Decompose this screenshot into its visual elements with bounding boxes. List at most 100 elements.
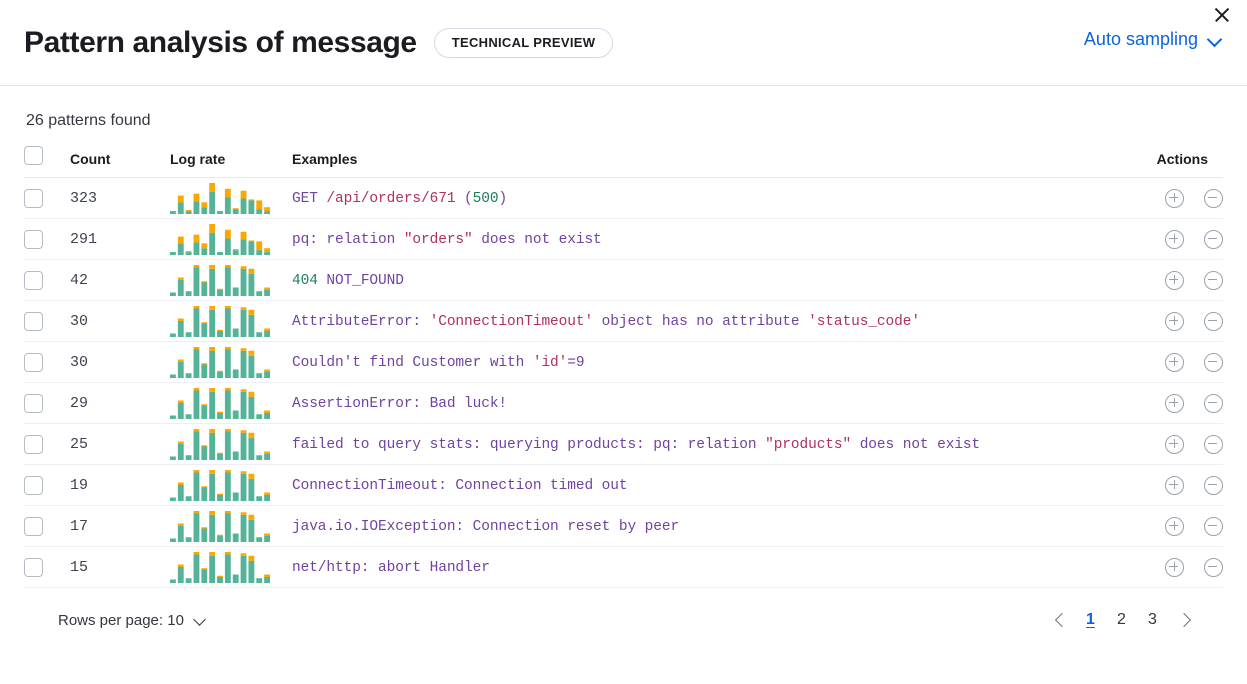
select-all-header bbox=[24, 146, 70, 178]
row-select-cell bbox=[24, 464, 70, 506]
row-example-text: GET /api/orders/671 (500) bbox=[292, 191, 508, 207]
minus-circle-icon[interactable] bbox=[1204, 188, 1223, 208]
row-example-cell: Couldn't find Customer with 'id'=9 bbox=[292, 341, 1123, 383]
log-rate-sparkline bbox=[170, 428, 292, 460]
chevron-down-icon bbox=[194, 613, 208, 627]
plus-circle-icon[interactable] bbox=[1165, 270, 1184, 290]
row-example-text: ConnectionTimeout: Connection timed out bbox=[292, 478, 628, 494]
row-checkbox[interactable] bbox=[24, 516, 43, 536]
row-count: 30 bbox=[70, 313, 89, 330]
page-number-1[interactable]: 1 bbox=[1086, 611, 1095, 628]
row-select-cell bbox=[24, 546, 70, 588]
plus-circle-icon[interactable] bbox=[1165, 516, 1184, 536]
row-example-text: java.io.IOException: Connection reset by… bbox=[292, 519, 680, 535]
minus-circle-icon[interactable] bbox=[1204, 516, 1223, 536]
row-example-cell: failed to query stats: querying products… bbox=[292, 423, 1123, 465]
row-actions-cell bbox=[1123, 546, 1223, 588]
row-checkbox[interactable] bbox=[24, 475, 43, 495]
chevron-left-icon[interactable] bbox=[1044, 606, 1075, 634]
row-actions-cell bbox=[1123, 259, 1223, 301]
row-actions-cell bbox=[1123, 464, 1223, 506]
row-example-cell: GET /api/orders/671 (500) bbox=[292, 177, 1123, 219]
row-select-cell bbox=[24, 423, 70, 465]
minus-circle-icon[interactable] bbox=[1204, 393, 1223, 413]
row-actions-cell bbox=[1123, 177, 1223, 219]
table-row: 25 failed to query stats: querying produc… bbox=[24, 423, 1223, 465]
table-row: 30 AttributeError: 'ConnectionTimeout' ob… bbox=[24, 300, 1223, 342]
select-all-checkbox[interactable] bbox=[24, 146, 43, 165]
row-checkbox[interactable] bbox=[24, 229, 43, 249]
panel-body: 26 patterns found Count Log rate Example… bbox=[0, 86, 1247, 634]
minus-circle-icon[interactable] bbox=[1204, 475, 1223, 495]
row-checkbox[interactable] bbox=[24, 434, 43, 454]
rows-per-page-selector[interactable]: Rows per page: 10 bbox=[48, 612, 208, 629]
row-select-cell bbox=[24, 218, 70, 260]
pagination: 1 2 3 bbox=[1044, 606, 1199, 634]
minus-circle-icon[interactable] bbox=[1204, 270, 1223, 290]
minus-circle-icon[interactable] bbox=[1204, 352, 1223, 372]
plus-circle-icon[interactable] bbox=[1165, 188, 1184, 208]
plus-circle-icon[interactable] bbox=[1165, 229, 1184, 249]
row-count: 291 bbox=[70, 231, 98, 248]
minus-circle-icon[interactable] bbox=[1204, 557, 1223, 577]
row-select-cell bbox=[24, 177, 70, 219]
row-count-cell: 323 bbox=[70, 177, 170, 219]
row-count-cell: 25 bbox=[70, 423, 170, 465]
row-log-rate-cell bbox=[170, 382, 292, 424]
row-count-cell: 17 bbox=[70, 505, 170, 547]
row-count: 29 bbox=[70, 395, 89, 412]
row-count: 42 bbox=[70, 272, 89, 289]
table-row: 29 AssertionError: Bad luck! bbox=[24, 382, 1223, 424]
plus-circle-icon[interactable] bbox=[1165, 557, 1184, 577]
row-example-text: failed to query stats: querying products… bbox=[292, 437, 981, 453]
minus-circle-icon[interactable] bbox=[1204, 229, 1223, 249]
row-actions-cell bbox=[1123, 382, 1223, 424]
row-actions-cell bbox=[1123, 423, 1223, 465]
row-select-cell bbox=[24, 300, 70, 342]
row-example-text: 404 NOT_FOUND bbox=[292, 273, 404, 289]
page-number-3[interactable]: 3 bbox=[1148, 611, 1157, 628]
plus-circle-icon[interactable] bbox=[1165, 311, 1184, 331]
log-rate-sparkline bbox=[170, 305, 292, 337]
row-example-cell: AssertionError: Bad luck! bbox=[292, 382, 1123, 424]
sampling-selector[interactable]: Auto sampling bbox=[1084, 30, 1223, 48]
row-checkbox[interactable] bbox=[24, 393, 43, 413]
row-checkbox[interactable] bbox=[24, 270, 43, 290]
minus-circle-icon[interactable] bbox=[1204, 311, 1223, 331]
minus-circle-icon[interactable] bbox=[1204, 434, 1223, 454]
chevron-right-icon[interactable] bbox=[1168, 606, 1199, 634]
page-title: Pattern analysis of message bbox=[24, 25, 417, 59]
row-checkbox[interactable] bbox=[24, 311, 43, 331]
row-log-rate-cell bbox=[170, 341, 292, 383]
row-example-text: AssertionError: Bad luck! bbox=[292, 396, 508, 412]
log-rate-sparkline bbox=[170, 551, 292, 583]
row-checkbox[interactable] bbox=[24, 557, 43, 577]
sampling-label: Auto sampling bbox=[1083, 29, 1198, 49]
row-example-text: AttributeError: 'ConnectionTimeout' obje… bbox=[292, 314, 920, 330]
row-log-rate-cell bbox=[170, 464, 292, 506]
chevron-down-icon bbox=[1207, 31, 1223, 47]
page-number-2[interactable]: 2 bbox=[1117, 611, 1126, 628]
row-count-cell: 291 bbox=[70, 218, 170, 260]
row-checkbox[interactable] bbox=[24, 188, 43, 208]
row-log-rate-cell bbox=[170, 505, 292, 547]
row-count: 30 bbox=[70, 354, 89, 371]
panel-header: Pattern analysis of message TECHNICAL PR… bbox=[0, 0, 1247, 86]
table-row: 17 java.io.IOException: Connection reset … bbox=[24, 505, 1223, 547]
plus-circle-icon[interactable] bbox=[1165, 352, 1184, 372]
column-header-examples: Examples bbox=[292, 146, 1123, 178]
close-icon[interactable] bbox=[1211, 4, 1233, 26]
row-checkbox[interactable] bbox=[24, 352, 43, 372]
log-rate-sparkline bbox=[170, 346, 292, 378]
table-header: Count Log rate Examples Actions bbox=[24, 146, 1223, 178]
row-count: 17 bbox=[70, 518, 89, 535]
plus-circle-icon[interactable] bbox=[1165, 434, 1184, 454]
row-count-cell: 19 bbox=[70, 464, 170, 506]
plus-circle-icon[interactable] bbox=[1165, 393, 1184, 413]
column-header-count: Count bbox=[70, 146, 170, 178]
table-row: 30 Couldn't find Customer with 'id'=9 bbox=[24, 341, 1223, 383]
row-log-rate-cell bbox=[170, 300, 292, 342]
table-row: 19 ConnectionTimeout: Connection timed ou… bbox=[24, 464, 1223, 506]
plus-circle-icon[interactable] bbox=[1165, 475, 1184, 495]
